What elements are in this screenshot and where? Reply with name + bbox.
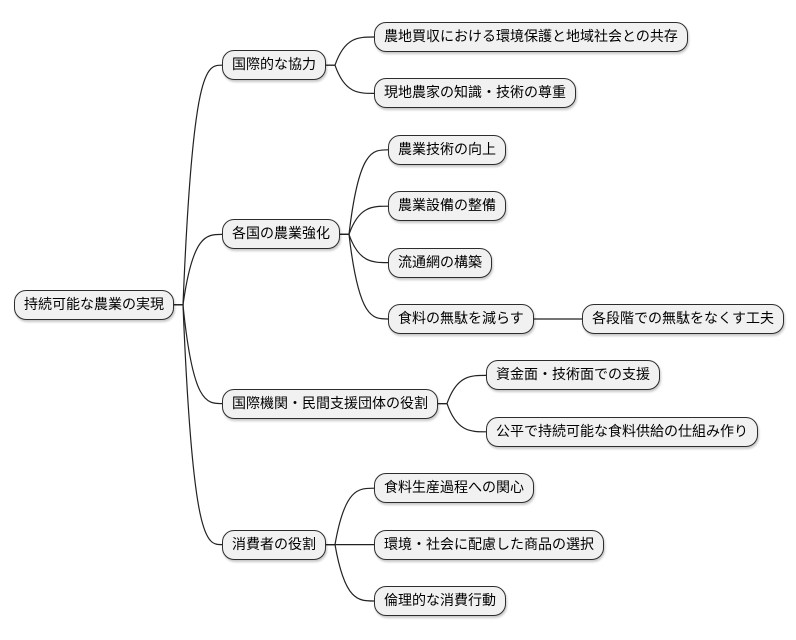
mindmap-node: 各段階での無駄をなくす工夫	[582, 304, 784, 334]
mindmap-node: 資金面・技術面での支援	[486, 360, 660, 391]
connector-line	[174, 304, 223, 405]
connector-line	[438, 374, 487, 405]
mindmap-node: 現地農家の知識・技術の尊重	[374, 78, 576, 109]
mindmap-node: 農地買収における環境保護と地域社会との共存	[374, 22, 688, 52]
mindmap-node: 食料の無駄を減らす	[388, 304, 534, 334]
mindmap-node: 各国の農業強化	[222, 219, 340, 250]
mindmap-node: 環境・社会に配慮した商品の選択	[374, 529, 604, 560]
connector-line	[326, 64, 375, 94]
mindmap-node-root: 持続可能な農業の実現	[14, 289, 174, 320]
mindmap-node: 食料生産過程への関心	[374, 473, 534, 504]
connector-line	[326, 36, 375, 66]
mindmap-node: 国際的な協力	[222, 50, 326, 81]
connector-line	[174, 64, 223, 306]
connector-line	[174, 304, 223, 546]
mindmap-node: 公平で持続可能な食料供給の仕組み作り	[486, 416, 758, 447]
connector-line	[326, 544, 375, 602]
mindmap-node: 倫理的な消費行動	[374, 586, 506, 616]
connector-line	[438, 403, 487, 433]
mindmap-node: 農業技術の向上	[388, 134, 506, 165]
connector-line	[340, 205, 389, 235]
connector-line	[326, 487, 375, 546]
mindmap-node: 農業設備の整備	[388, 191, 506, 222]
connector-line	[340, 149, 389, 235]
connector-line	[174, 233, 223, 306]
connector-line	[340, 233, 389, 264]
mindmap-node: 流通網の構築	[388, 247, 492, 278]
mindmap-node: 国際機関・民間支援団体の役割	[222, 388, 438, 419]
mindmap-node: 消費者の役割	[222, 529, 326, 560]
connector-line	[340, 233, 389, 320]
